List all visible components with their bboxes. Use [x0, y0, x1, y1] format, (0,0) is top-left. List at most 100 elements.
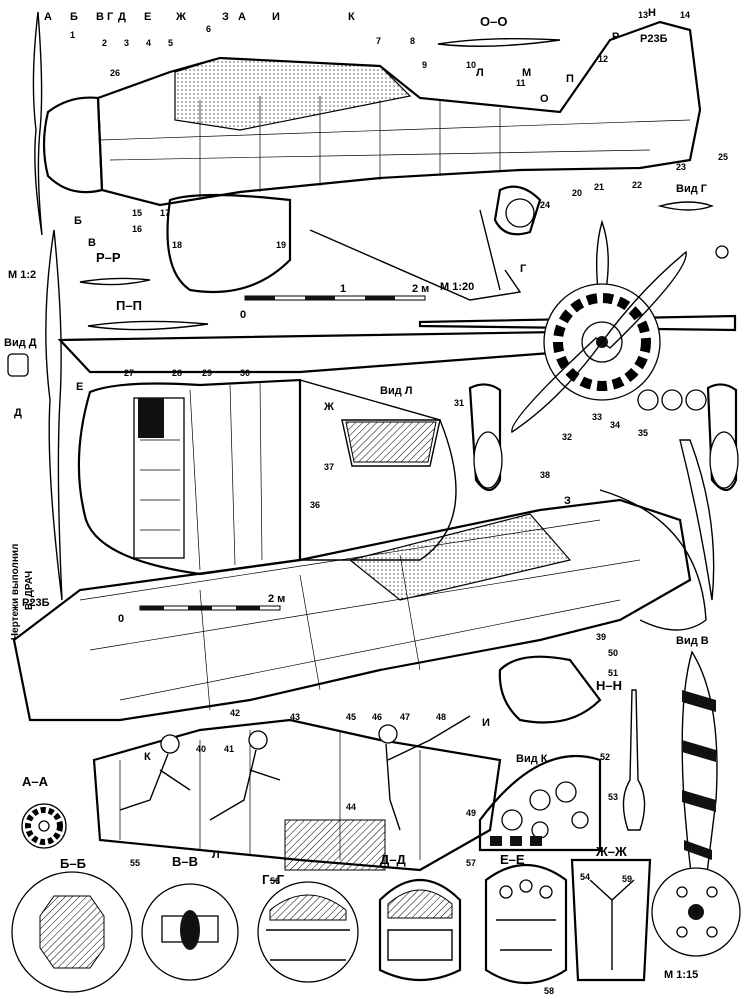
instrument-panel-outline	[478, 754, 602, 852]
callout-45: 45	[346, 712, 356, 722]
cockpit-cutaway	[92, 715, 502, 872]
tail-fin-top	[609, 21, 701, 111]
tail-gear-fairing	[493, 185, 542, 236]
scale-label-top: М 1:20	[440, 281, 474, 293]
callout-5: 5	[168, 38, 173, 48]
callout-14: 14	[680, 10, 690, 20]
arrow-letter-m: М	[522, 67, 531, 79]
view-d-label: Вид Д	[4, 337, 37, 349]
view-l-box	[341, 419, 441, 467]
callout-17: 17	[160, 208, 170, 218]
cockpit-floor-hatch	[284, 819, 386, 871]
callout-58: 58	[544, 986, 554, 996]
section-pp-shape	[87, 320, 209, 331]
scale-label-2: М 1:2	[8, 269, 36, 281]
section-title-rr: Р–Р	[96, 250, 121, 265]
registration-iso: Р23Б	[22, 597, 50, 609]
section-letter: А	[238, 11, 246, 23]
callout-53: 53	[608, 792, 618, 802]
propeller-plan	[45, 229, 63, 601]
callout-4: 4	[146, 38, 151, 48]
cockpit-outline	[92, 718, 502, 872]
callout-10: 10	[466, 60, 476, 70]
callout-28: 28	[172, 368, 182, 378]
fuselage-cutaway	[77, 378, 302, 576]
plan-view	[45, 229, 594, 601]
callout-1: 1	[70, 30, 75, 40]
propeller-top	[32, 11, 43, 236]
arrow-letter-o: О	[540, 93, 549, 105]
callout-24: 24	[540, 200, 550, 210]
section-letter: Ж	[175, 11, 186, 23]
section-title-bb: Б–Б	[60, 856, 86, 871]
callout-36: 36	[310, 500, 320, 510]
scale-bar-top	[244, 295, 426, 301]
callout-54: 54	[580, 872, 590, 882]
prop-blade-2	[511, 337, 603, 434]
gear-leg-left	[468, 383, 502, 492]
callout-7: 7	[376, 36, 381, 46]
callout-3: 3	[124, 38, 129, 48]
front-view	[418, 219, 739, 492]
blade-view	[651, 650, 741, 957]
section-title-aa: А–А	[22, 774, 49, 789]
section-letter: Г	[107, 11, 114, 23]
arrow-letter-zh: Ж	[323, 401, 334, 413]
callout-47: 47	[400, 712, 410, 722]
callout-23: 23	[676, 162, 686, 172]
section-title-pp: П–П	[116, 298, 142, 313]
callout-37: 37	[324, 462, 334, 472]
callout-22: 22	[632, 180, 642, 190]
callout-33: 33	[592, 412, 602, 422]
arrow-letter-l2: Л	[212, 849, 220, 861]
canopy-top	[174, 57, 412, 131]
landing-gear-fairing-top	[166, 193, 292, 294]
callout-34: 34	[610, 420, 620, 430]
credit: Чертежи выполнил В. ДРАЧ	[10, 544, 35, 640]
callout-21: 21	[594, 182, 604, 192]
callout-46: 46	[372, 712, 382, 722]
arrow-letter-p: П	[566, 73, 574, 85]
view-l-label: Вид Л	[380, 385, 412, 397]
section-letter: К	[348, 11, 355, 23]
scale-zero-mid: 0	[118, 613, 124, 625]
view-g-shape	[657, 201, 715, 211]
prop-iso	[679, 439, 715, 601]
section-letter: А	[44, 11, 52, 23]
view-g-label: Вид Г	[676, 183, 708, 195]
section-letter: Д	[118, 11, 126, 23]
section-title-nn: Н–Н	[596, 678, 622, 693]
canopy-iso	[348, 513, 572, 601]
callout-15: 15	[132, 208, 142, 218]
section-rr-shape	[79, 277, 151, 286]
section-zhzh-outline	[570, 858, 652, 982]
engine-cowling	[42, 96, 104, 194]
callout-39: 39	[596, 632, 606, 642]
section-letter: И	[272, 11, 280, 23]
section-dd-outline	[378, 879, 462, 982]
callout-26: 26	[110, 68, 120, 78]
callout-43: 43	[290, 712, 300, 722]
callout-30: 30	[240, 368, 250, 378]
callout-29: 29	[202, 368, 212, 378]
callout-52: 52	[600, 752, 610, 762]
callout-6: 6	[206, 24, 211, 34]
arrow-letter-l: Л	[476, 67, 484, 79]
section-ee-outline	[484, 863, 568, 985]
arrow-letter-z: З	[564, 495, 571, 507]
instrument-panel	[478, 754, 602, 852]
credit-line-1: Чертежи выполнил	[10, 544, 21, 640]
fuselage-iso	[12, 498, 692, 722]
callout-49: 49	[466, 808, 476, 818]
engine-radiator	[138, 398, 164, 438]
callout-59: 59	[622, 874, 632, 884]
callout-2: 2	[102, 38, 107, 48]
arrow-letter-r: Р	[612, 31, 619, 43]
section-title-dd: Д–Д	[380, 852, 406, 867]
callout-31: 31	[454, 398, 464, 408]
section-oo-shape	[437, 37, 561, 47]
fin-front	[595, 219, 609, 291]
bottom-sections	[11, 689, 652, 993]
scale-two-top: 2 м	[412, 283, 429, 295]
arrow-letter-g: Г	[520, 263, 527, 275]
